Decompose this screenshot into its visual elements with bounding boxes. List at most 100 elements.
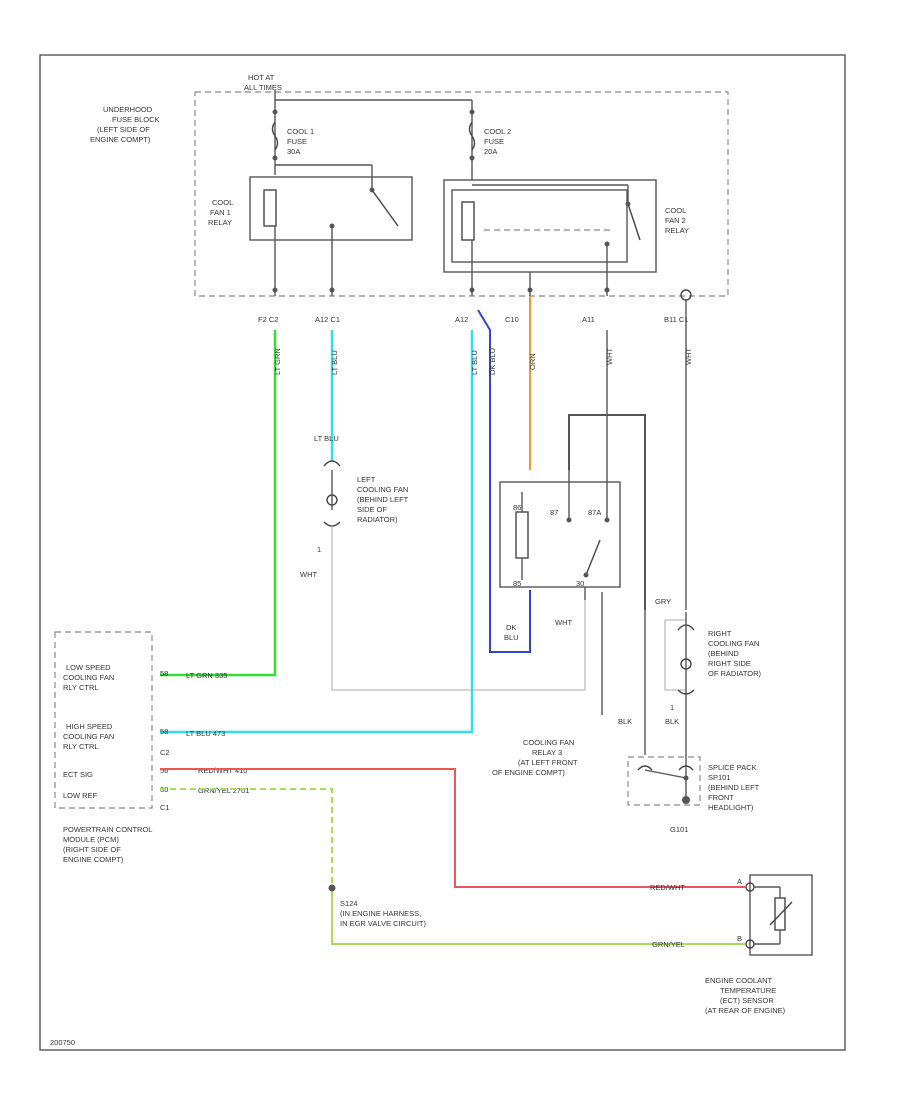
svg-text:ORN: ORN xyxy=(528,353,537,370)
lt-blu-top-label: LT BLU xyxy=(314,434,339,443)
svg-text:RADIATOR): RADIATOR) xyxy=(357,515,398,524)
svg-text:FAN 1: FAN 1 xyxy=(210,208,231,217)
svg-text:20A: 20A xyxy=(484,147,497,156)
svg-text:COOL: COOL xyxy=(212,198,233,207)
svg-text:WHT: WHT xyxy=(605,348,614,365)
svg-text:OF RADIATOR): OF RADIATOR) xyxy=(708,669,762,678)
right-fan-bracket xyxy=(664,619,686,691)
svg-text:FUSE BLOCK: FUSE BLOCK xyxy=(112,115,160,124)
ect-sensor-label: ENGINE COOLANT TEMPERATURE (ECT) SENSOR … xyxy=(705,976,786,1015)
wire-labels-vertical: LT GRN LT BLU LT BLU DK BLU ORN WHT WHT xyxy=(273,348,693,375)
dk-blu-bottom-label: DK BLU xyxy=(504,623,519,642)
pcm-c1: C1 xyxy=(160,803,170,812)
svg-text:FAN 2: FAN 2 xyxy=(665,216,686,225)
g101-label: G101 xyxy=(670,825,688,834)
relay3-wht-label: WHT xyxy=(555,618,572,627)
red-wht-right-label: RED/WHT xyxy=(650,883,685,892)
wire-low-speed-label: LT GRN 335 xyxy=(186,671,227,680)
svg-text:SIDE OF: SIDE OF xyxy=(357,505,387,514)
cool-fan2-relay-inner xyxy=(451,189,628,263)
relay3-pin-87: 87 xyxy=(550,508,558,517)
cool-fan2-relay-coil xyxy=(461,201,475,241)
svg-text:FUSE: FUSE xyxy=(484,137,504,146)
pcm-pin-low: 58 xyxy=(160,669,168,678)
svg-text:COOL 1: COOL 1 xyxy=(287,127,314,136)
svg-text:DK BLU: DK BLU xyxy=(488,348,497,375)
svg-text:COOLING FAN: COOLING FAN xyxy=(63,673,114,682)
svg-text:DK: DK xyxy=(506,623,516,632)
svg-text:30A: 30A xyxy=(287,147,300,156)
svg-text:UNDERHOOD: UNDERHOOD xyxy=(103,105,153,114)
relay3-b-plus-loop xyxy=(568,414,646,610)
lt-blu-wire-high xyxy=(160,330,474,734)
hot-at-all-times-label: HOT AT ALL TIMES xyxy=(244,73,282,92)
svg-text:(ECT) SENSOR: (ECT) SENSOR xyxy=(720,996,774,1005)
pcm-pin-high: 58 xyxy=(160,727,168,736)
svg-text:LT GRN: LT GRN xyxy=(273,348,282,375)
cool1-fuse-label: COOL 1 FUSE 30A xyxy=(287,127,314,156)
svg-text:ENGINE COOLANT: ENGINE COOLANT xyxy=(705,976,773,985)
cool-fan2-relay xyxy=(443,179,657,273)
svg-text:(BEHIND LEFT: (BEHIND LEFT xyxy=(708,783,760,792)
svg-text:COOLING FAN: COOLING FAN xyxy=(523,738,574,747)
svg-text:RLY CTRL: RLY CTRL xyxy=(63,742,99,751)
relay3-switch xyxy=(585,539,601,576)
svg-text:HIGH SPEED: HIGH SPEED xyxy=(66,722,113,731)
svg-text:IN EGR VALVE CIRCUIT): IN EGR VALVE CIRCUIT) xyxy=(340,919,426,928)
wire-ect-label: RED/WHT 410 xyxy=(198,766,247,775)
svg-text:(AT REAR OF ENGINE): (AT REAR OF ENGINE) xyxy=(705,1006,786,1015)
underhood-fuse-block-label: UNDERHOOD FUSE BLOCK (LEFT SIDE OF ENGIN… xyxy=(90,105,160,144)
left-fan-connector-top xyxy=(323,460,341,467)
svg-text:WHT: WHT xyxy=(684,348,693,365)
svg-text:(BEHIND LEFT: (BEHIND LEFT xyxy=(357,495,409,504)
ect-pin-a: A xyxy=(737,877,742,886)
splice-pack-label: SPLICE PACK SP101 (BEHIND LEFT FRONT HEA… xyxy=(708,763,760,812)
cool1-fuse-symbol xyxy=(271,121,279,151)
wire-lowref-label: GRN/YEL 2701 xyxy=(198,786,249,795)
pcm-low-speed-label: LOW SPEED COOLING FAN RLY CTRL xyxy=(63,663,114,692)
relay3-pin-30: 30 xyxy=(576,579,584,588)
svg-text:LOW SPEED: LOW SPEED xyxy=(66,663,111,672)
svg-text:RELAY: RELAY xyxy=(208,218,232,227)
svg-text:COOLING FAN: COOLING FAN xyxy=(63,732,114,741)
svg-text:COOLING FAN: COOLING FAN xyxy=(708,639,759,648)
svg-text:POWERTRAIN CONTROL: POWERTRAIN CONTROL xyxy=(63,825,152,834)
connector-a12: A12 xyxy=(455,315,468,324)
blk-label-1: BLK xyxy=(618,717,632,726)
underhood-fuse-block-boundary xyxy=(194,91,729,297)
ect-pin-b: B xyxy=(737,934,742,943)
grn-yel-right-label: GRN/YEL xyxy=(652,940,685,949)
grn-yel-wire-dashed xyxy=(160,788,333,888)
connector-b11-terminal xyxy=(680,289,692,301)
powertrain-control-module xyxy=(54,631,153,809)
s124-splice xyxy=(328,884,336,892)
svg-text:ENGINE COMPT): ENGINE COMPT) xyxy=(90,135,151,144)
dk-blu-wire xyxy=(477,309,531,653)
cool-fan1-relay xyxy=(249,176,413,241)
svg-text:ENGINE COMPT): ENGINE COMPT) xyxy=(63,855,124,864)
ect-sensor xyxy=(749,874,813,956)
svg-text:(RIGHT SIDE OF: (RIGHT SIDE OF xyxy=(63,845,121,854)
pcm-low-ref: LOW REF xyxy=(63,791,98,800)
relay3-coil xyxy=(515,511,529,559)
pcm-high-speed-label: HIGH SPEED COOLING FAN RLY CTRL xyxy=(63,722,114,751)
svg-text:COOLING FAN: COOLING FAN xyxy=(357,485,408,494)
cool-fan2-relay-label: COOL FAN 2 RELAY xyxy=(665,206,689,235)
svg-text:RIGHT: RIGHT xyxy=(708,629,732,638)
cool2-fuse-label: COOL 2 FUSE 20A xyxy=(484,127,511,156)
svg-text:COOL: COOL xyxy=(665,206,686,215)
svg-text:ALL TIMES: ALL TIMES xyxy=(244,83,282,92)
footer-code: 200750 xyxy=(50,1038,75,1047)
svg-text:HEADLIGHT): HEADLIGHT) xyxy=(708,803,754,812)
left-cooling-fan-label: LEFT COOLING FAN (BEHIND LEFT SIDE OF RA… xyxy=(357,475,409,524)
left-fan-wht: WHT xyxy=(300,570,317,579)
pcm-c2: C2 xyxy=(160,748,170,757)
svg-text:(AT LEFT FRONT: (AT LEFT FRONT xyxy=(518,758,578,767)
cool2-fuse-symbol xyxy=(468,121,476,151)
right-cooling-fan-label: RIGHT COOLING FAN (BEHIND RIGHT SIDE OF … xyxy=(708,629,762,678)
svg-text:FRONT: FRONT xyxy=(708,793,734,802)
relay3-pin-85: 85 xyxy=(513,579,521,588)
svg-text:(IN ENGINE HARNESS,: (IN ENGINE HARNESS, xyxy=(340,909,421,918)
svg-text:MODULE (PCM): MODULE (PCM) xyxy=(63,835,119,844)
svg-text:(LEFT SIDE OF: (LEFT SIDE OF xyxy=(97,125,150,134)
